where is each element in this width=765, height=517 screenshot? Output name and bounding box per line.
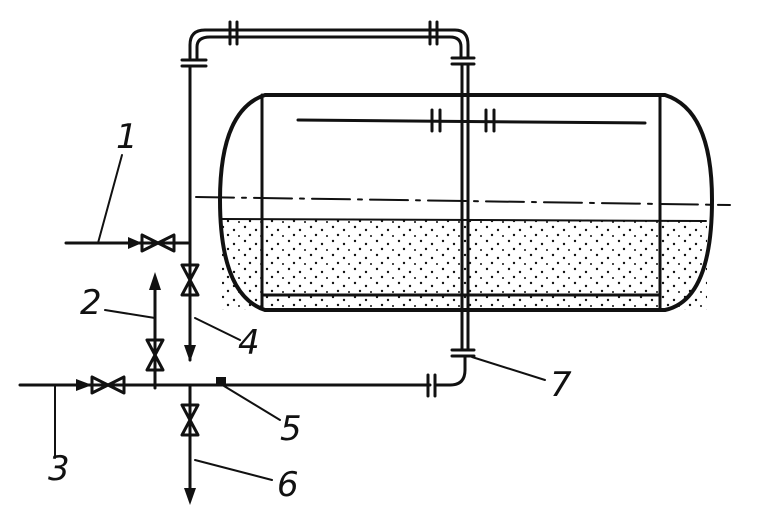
leader-2 — [104, 309, 156, 319]
label-2: 2 — [80, 283, 102, 323]
top-pipe — [180, 20, 470, 68]
liquid-surface-line — [221, 218, 707, 222]
drain-6-arrow — [184, 488, 196, 505]
drain-6 — [180, 383, 200, 505]
internal-pipe-flange — [430, 108, 496, 133]
inlet-1-arrow — [128, 237, 142, 249]
label-5: 5 — [280, 409, 302, 449]
leader-lines — [54, 154, 546, 481]
leader-4 — [194, 317, 241, 341]
fitting-5 — [216, 377, 226, 385]
inlet-1 — [64, 233, 190, 253]
valve-4-icon — [180, 263, 200, 282]
label-6: 6 — [277, 465, 299, 505]
label-7: 7 — [550, 365, 572, 405]
valve-3-icon — [90, 375, 110, 395]
tank-shell — [218, 93, 714, 312]
leader-1 — [97, 154, 123, 244]
inlet-3-arrow — [76, 379, 92, 391]
valve-2-icon — [145, 338, 165, 357]
leader-6 — [194, 459, 273, 481]
inlet-3 — [18, 354, 467, 398]
label-1: 1 — [116, 117, 138, 157]
vertical-pipe-right — [450, 56, 476, 358]
valve-1-icon — [140, 233, 160, 253]
label-4: 4 — [238, 323, 260, 363]
branch-2-arrow — [149, 272, 161, 290]
branch-2 — [145, 272, 165, 390]
leader-5 — [223, 385, 281, 421]
tank — [195, 93, 731, 312]
outlet-4-arrow — [184, 345, 196, 362]
label-3: 3 — [48, 449, 70, 489]
leader-7 — [471, 356, 546, 381]
internal-pipe — [296, 118, 647, 125]
top-pipe-flange — [228, 20, 439, 46]
valve-4 — [180, 263, 200, 362]
valve-6-icon — [180, 403, 200, 422]
